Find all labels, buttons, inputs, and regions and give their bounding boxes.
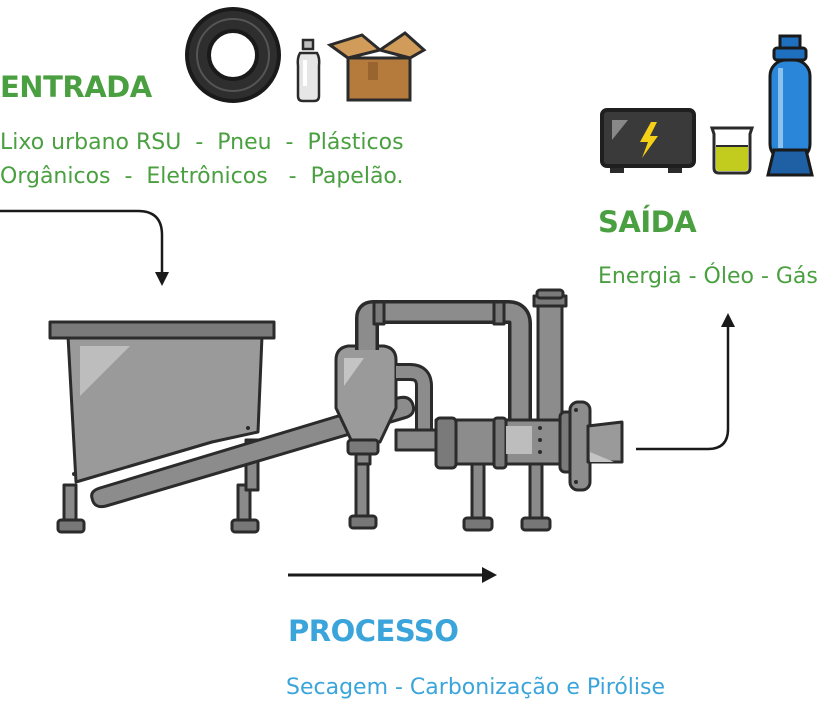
screw-conveyor	[90, 395, 416, 509]
entrada-title: ENTRADA	[0, 70, 152, 104]
saida-title: SAÍDA	[598, 205, 697, 239]
cardboard-box-icon	[326, 31, 427, 102]
entrada-line-2: Orgânicos - Eletrônicos - Papelão.	[0, 164, 404, 189]
oil-beaker-icon	[709, 126, 755, 175]
battery-energy-icon	[600, 108, 696, 173]
processo-description: Secagem - Carbonização e Pirólise	[286, 675, 666, 700]
input-flow-arrow	[0, 209, 169, 286]
process-flow-arrow	[288, 567, 497, 583]
pyrolysis-reactor	[394, 400, 624, 492]
tire-icon	[185, 7, 281, 103]
pyrolysis-machine-illustration	[48, 288, 624, 534]
feed-hopper	[48, 320, 276, 484]
entrada-line-1: Lixo urbano RSU - Pneu - Plásticos	[0, 130, 404, 155]
reactor-legs	[462, 458, 552, 532]
processo-title: PROCESSO	[288, 614, 459, 648]
overhead-pipe	[355, 300, 532, 420]
cyclone-separator	[334, 344, 433, 530]
chimney	[532, 288, 568, 426]
hopper-legs	[56, 438, 260, 534]
saida-description: Energia - Óleo - Gás	[598, 264, 818, 289]
plastic-bottle-icon	[296, 38, 321, 103]
gas-cylinder-icon	[766, 34, 814, 177]
output-flow-arrow	[636, 313, 735, 451]
